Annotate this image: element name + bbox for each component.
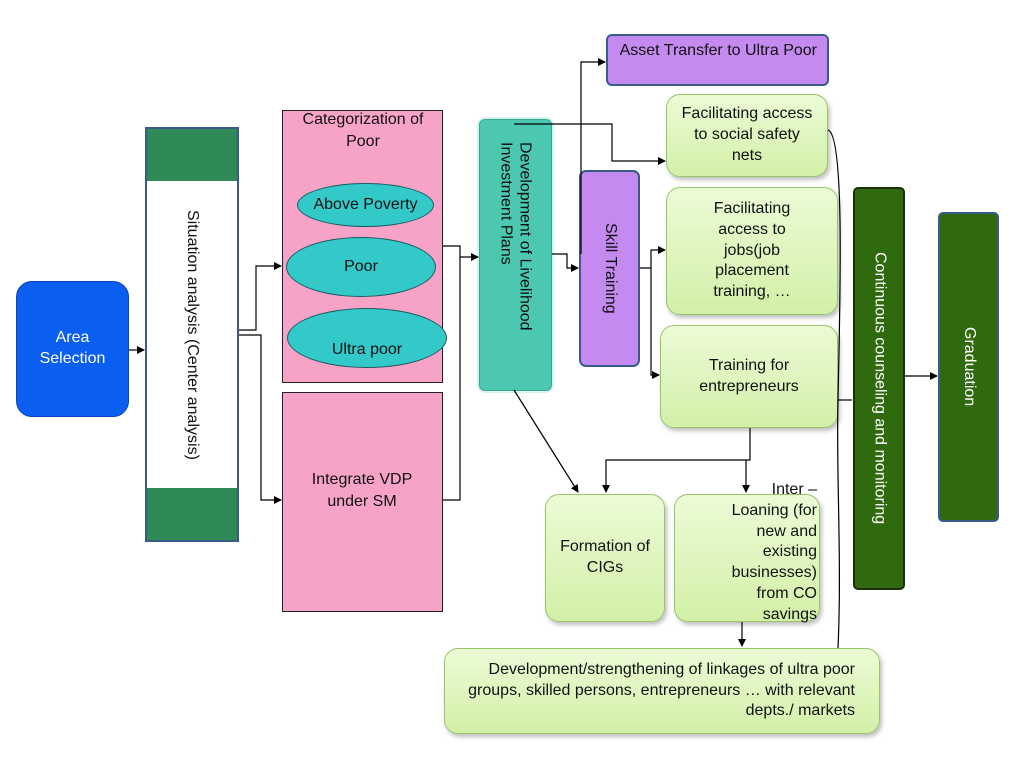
skill-training-label: Skill Training — [601, 223, 619, 314]
poor-ellipse: Poor — [286, 237, 436, 297]
linkages-label: Development/strengthening of linkages of… — [468, 660, 855, 720]
livelihood-plans-box: Development of Livelihood Investment Pla… — [479, 119, 552, 391]
integrate-vdp-box: Integrate VDP under SM — [282, 392, 443, 612]
access-jobs-label: Facilitating access to jobs(job placemen… — [713, 200, 791, 301]
situation-top-band — [147, 129, 237, 181]
graduation-label: Graduation — [960, 327, 978, 407]
inter-loaning-box: Inter –Loaning (for new and existing bus… — [674, 481, 820, 623]
above-poverty-label: Above Poverty — [313, 196, 418, 213]
graduation-box: Graduation — [938, 212, 999, 522]
training-entrepreneurs-box: Training for entrepreneurs — [660, 325, 838, 428]
social-safety-label: Facilitating access to social safety net… — [681, 105, 813, 164]
situation-bottom-band — [147, 488, 237, 540]
categorization-title: Categorization of Poor — [302, 111, 424, 150]
counseling-label: Continuous counseling and monitoring — [871, 252, 889, 525]
situation-analysis-box: Situation analysis (Center analysis) — [145, 127, 239, 542]
formation-cigs-box: Formation of CIGs — [545, 494, 665, 622]
ultra-poor-ellipse: Ultra poor — [287, 308, 447, 368]
asset-transfer-box: Asset Transfer to Ultra Poor — [606, 34, 829, 86]
integrate-vdp-label: Integrate VDP under SM — [311, 471, 413, 510]
access-jobs-box: Facilitating access to jobs(job placemen… — [666, 187, 838, 315]
skill-training-box: Skill Training — [579, 170, 640, 367]
situation-analysis-label: Situation analysis (Center analysis) — [184, 209, 201, 460]
social-safety-box: Facilitating access to social safety net… — [666, 94, 828, 177]
training-entrepreneurs-label: Training for entrepreneurs — [699, 356, 799, 395]
formation-cigs-label: Formation of CIGs — [560, 538, 650, 576]
area-selection-box: Area Selection — [16, 281, 129, 417]
above-poverty-ellipse: Above Poverty — [297, 183, 434, 227]
livelihood-plans-label: Development of Livelihood Investment Pla… — [497, 142, 534, 331]
ultra-poor-label: Ultra poor — [331, 341, 403, 358]
area-selection-label: Area Selection — [39, 329, 106, 367]
asset-transfer-label: Asset Transfer to Ultra Poor — [619, 42, 817, 59]
counseling-box: Continuous counseling and monitoring — [853, 187, 905, 590]
linkages-box: Development/strengthening of linkages of… — [444, 648, 880, 734]
inter-loaning-label: Inter –Loaning (for new and existing bus… — [731, 481, 817, 623]
poor-label: Poor — [344, 258, 378, 275]
